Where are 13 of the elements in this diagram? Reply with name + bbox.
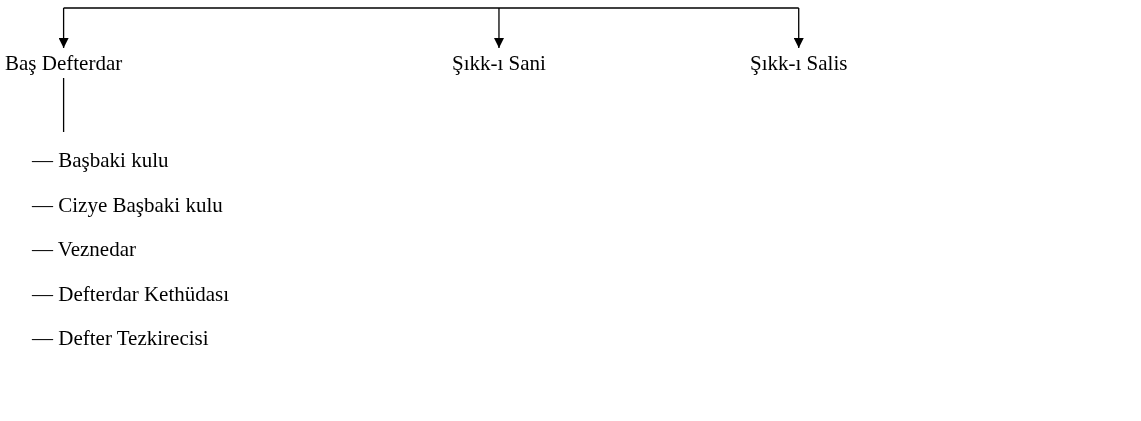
arrow	[58, 7, 69, 49]
connector-line	[62, 77, 65, 133]
node-label: Şıkk-ı Salis	[750, 50, 848, 76]
arrow	[493, 7, 504, 49]
list-item-text: — Veznedar	[32, 236, 136, 262]
list-item-text: — Cizye Başbaki kulu	[32, 191, 223, 218]
list-item-text: — Defter Tezkirecisi	[32, 325, 209, 351]
node-label: Şıkk-ı Sani	[452, 50, 546, 76]
arrow	[793, 7, 804, 49]
list-item-text: — Defterdar Kethüdası	[32, 280, 230, 307]
node-label: Baş Defterdar	[5, 50, 123, 76]
connector-line	[62, 7, 800, 9]
list-item-text: — Başbaki kulu	[32, 147, 169, 173]
